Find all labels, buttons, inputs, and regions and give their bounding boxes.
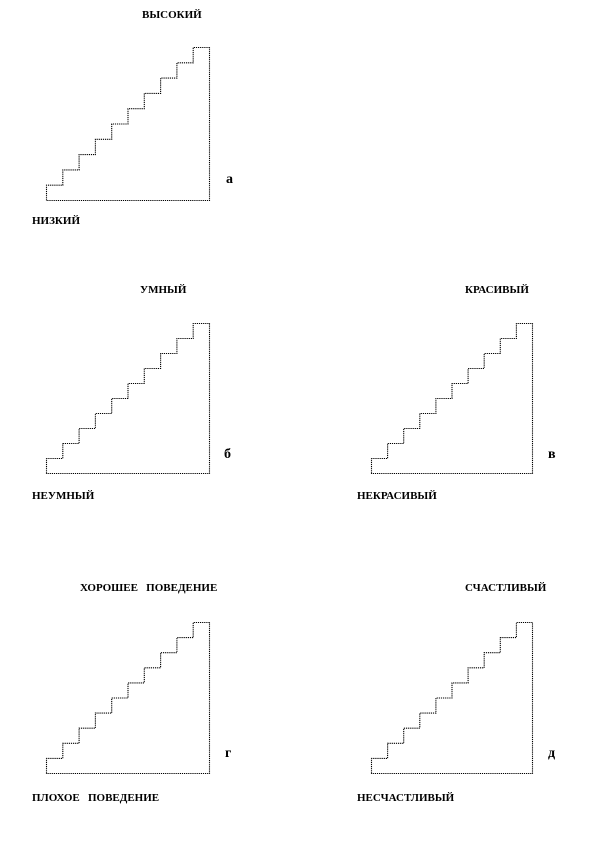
staircase-outline <box>45 322 211 475</box>
staircase-scale-diagram <box>45 46 211 202</box>
scale-letter: г <box>225 746 232 761</box>
staircase-scale-diagram <box>370 621 534 775</box>
scale-top-label: ВЫСОКИЙ <box>142 9 202 21</box>
staircase-scale-diagram <box>370 322 534 475</box>
scale-bottom-label: НЕСЧАСТЛИВЫЙ <box>357 792 455 804</box>
scale-top-label: ХОРОШЕЕ ПОВЕДЕНИЕ <box>80 582 218 594</box>
scale-top-label: СЧАСТЛИВЫЙ <box>465 582 547 594</box>
scale-bottom-label: НИЗКИЙ <box>32 215 81 227</box>
scale-top-label: УМНЫЙ <box>140 284 187 296</box>
staircase-scale-diagram <box>45 621 211 775</box>
staircase-outline <box>370 322 534 475</box>
scale-bottom-label: НЕКРАСИВЫЙ <box>357 490 437 502</box>
scale-top-label: КРАСИВЫЙ <box>465 284 529 296</box>
scale-letter: б <box>224 447 231 462</box>
staircase-outline <box>45 46 211 202</box>
scale-letter: д <box>548 746 556 761</box>
scale-letter: а <box>226 172 233 187</box>
staircase-outline <box>370 621 534 775</box>
staircase-outline <box>45 621 211 775</box>
staircase-scale-diagram <box>45 322 211 475</box>
scale-bottom-label: НЕУМНЫЙ <box>32 490 95 502</box>
scale-bottom-label: ПЛОХОЕ ПОВЕДЕНИЕ <box>32 792 160 804</box>
scale-letter: в <box>548 447 556 462</box>
